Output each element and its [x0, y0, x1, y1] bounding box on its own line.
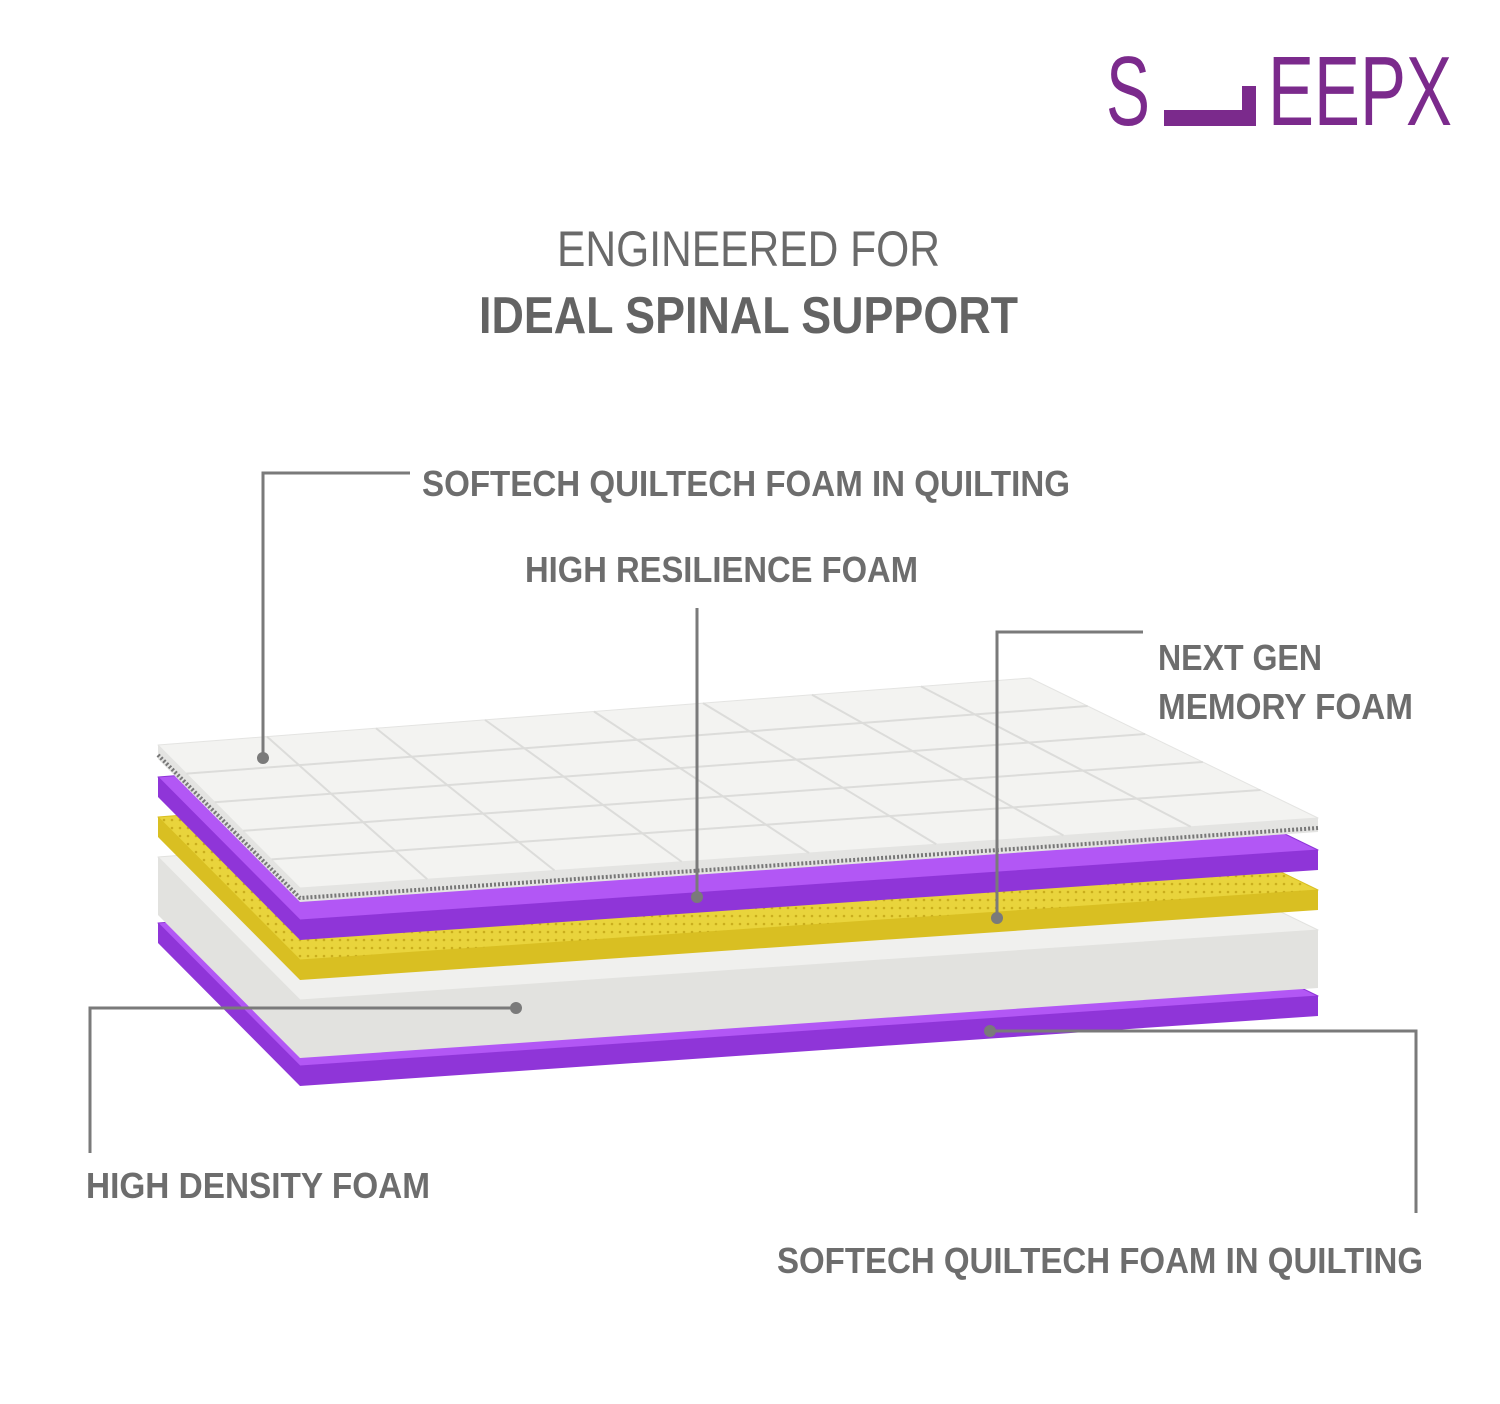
quilt-stitch: [811, 693, 1064, 837]
layer-side: [158, 923, 1318, 1086]
sleepx-logo: S EEPX: [1106, 36, 1452, 146]
leader-line: [261, 471, 410, 758]
layer-side: [158, 777, 1318, 940]
quilt-stitch: [214, 733, 1146, 804]
logo-l-shape: [1164, 86, 1256, 126]
quilt-stitch: [186, 705, 1088, 775]
quilt-stitch: [266, 735, 428, 880]
layer-side: [158, 745, 1318, 902]
leader-dot: [510, 1002, 522, 1014]
top-quilting-layer: [156, 677, 1319, 902]
leader-dot: [691, 891, 703, 903]
logo-eepx: EEPX: [1268, 36, 1452, 146]
quilt-stitch: [920, 685, 1192, 828]
leader-line: [995, 630, 1143, 918]
mattress-layers: [156, 677, 1319, 1086]
label-memory-line1: NEXT GEN: [1158, 637, 1322, 678]
headline-line1: ENGINEERED FOR: [557, 221, 940, 277]
quilt-stitch: [593, 710, 810, 854]
layer-top: [157, 677, 1319, 889]
callout-top-quilting: SOFTECH QUILTECH FOAM IN QUILTING: [257, 463, 1070, 764]
callout-high-density: HIGH DENSITY FOAM: [86, 1002, 522, 1206]
callout-high-resilience: HIGH RESILIENCE FOAM: [525, 549, 918, 903]
headline-line2: IDEAL SPINAL SUPPORT: [479, 287, 1018, 345]
quilt-stitch: [702, 702, 937, 846]
leader-dot: [257, 752, 269, 764]
leader-line: [990, 1029, 1418, 1213]
label-bottom-quilting: SOFTECH QUILTECH FOAM IN QUILTING: [777, 1240, 1423, 1281]
callout-memory-foam: NEXT GEN MEMORY FOAM: [991, 630, 1413, 924]
quilt-stitch: [375, 727, 556, 872]
zipper-edge: [156, 753, 1319, 901]
callout-bottom-quilting: SOFTECH QUILTECH FOAM IN QUILTING: [777, 1025, 1423, 1281]
logo-s: S: [1106, 36, 1150, 146]
label-high-resilience: HIGH RESILIENCE FOAM: [525, 549, 918, 590]
label-high-density: HIGH DENSITY FOAM: [86, 1165, 430, 1206]
label-top-quilting: SOFTECH QUILTECH FOAM IN QUILTING: [422, 463, 1070, 504]
leader-dot: [991, 912, 1003, 924]
leader-dot: [984, 1025, 996, 1037]
quilt-stitch: [484, 719, 683, 863]
leader-line: [88, 1006, 516, 1153]
quilt-stitch: [243, 761, 1203, 832]
quilt-stitch: [271, 789, 1261, 861]
label-memory-line2: MEMORY FOAM: [1158, 686, 1413, 727]
layer-side: [158, 817, 1318, 980]
